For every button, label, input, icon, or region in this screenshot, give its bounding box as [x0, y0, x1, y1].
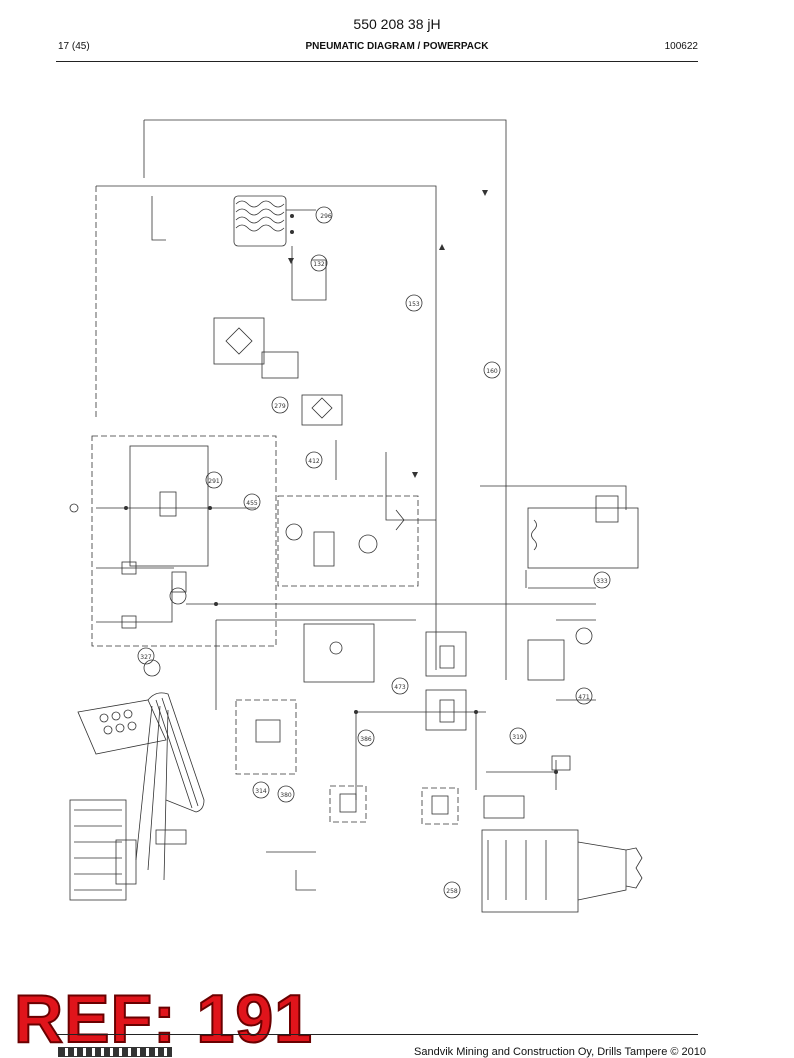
cooler: [213, 317, 265, 365]
svg-text:473: 473: [394, 684, 406, 691]
footer-rule: [56, 1034, 698, 1035]
dust-collector: [481, 829, 579, 913]
main-air-line: [144, 119, 507, 680]
control-panel: [303, 623, 375, 683]
svg-text:471: 471: [578, 694, 590, 701]
svg-text:258: 258: [446, 888, 458, 895]
page-heading: PNEUMATIC DIAGRAM / POWERPACK: [305, 41, 489, 52]
pneumatic-diagram: 296 132 279 455 153 160 412 333 471 319 …: [69, 119, 643, 913]
svg-text:327: 327: [140, 654, 152, 661]
svg-text:153: 153: [408, 301, 420, 308]
svg-text:132: 132: [313, 261, 325, 268]
svg-text:279: 279: [274, 403, 286, 410]
doc-title: 550 208 38 jH: [353, 16, 441, 32]
svg-text:386: 386: [360, 736, 372, 743]
svg-text:333: 333: [596, 578, 608, 585]
svg-text:412: 412: [308, 458, 320, 465]
date-code: 100622: [664, 41, 698, 52]
svg-text:291: 291: [208, 478, 220, 485]
svg-text:296: 296: [320, 213, 332, 220]
page-number: 17 (45): [58, 41, 90, 52]
svg-text:455: 455: [246, 500, 258, 507]
filter-thermostat: [301, 394, 343, 426]
ref-stamp: REF: 191: [13, 981, 313, 1057]
compressor-unit: [277, 495, 419, 587]
svg-text:319: 319: [512, 734, 524, 741]
svg-text:160: 160: [486, 368, 498, 375]
footer-logo: [58, 1047, 172, 1057]
header-rule: [56, 61, 698, 62]
svg-text:380: 380: [280, 792, 292, 799]
receiver-tank: [233, 195, 287, 247]
footer-company: Sandvik Mining and Construction Oy, Dril…: [414, 1046, 706, 1058]
svg-text:314: 314: [255, 788, 267, 795]
